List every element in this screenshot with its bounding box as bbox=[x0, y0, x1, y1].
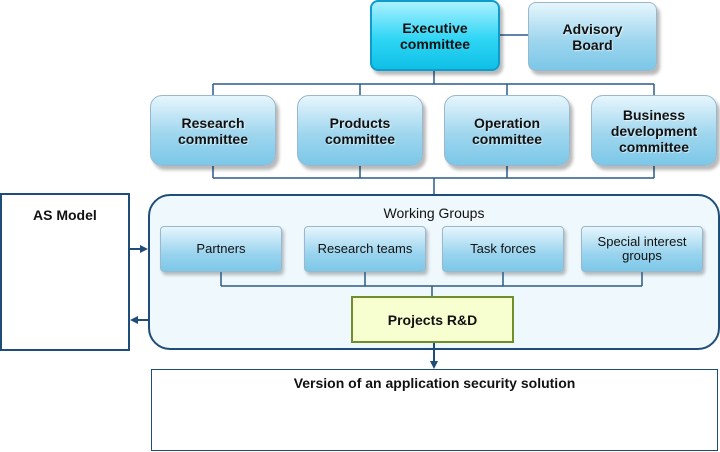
wg-partners-label: Partners bbox=[196, 241, 246, 256]
wg-research-teams: Research teams bbox=[304, 226, 426, 272]
working-groups-title: Working Groups bbox=[383, 205, 485, 221]
committee-operation: Operation committee bbox=[444, 95, 570, 166]
wg-research-teams-label: Research teams bbox=[317, 241, 413, 256]
as-model-label: AS Model bbox=[33, 207, 97, 223]
as-model-box bbox=[0, 193, 130, 351]
committee-business-development: Business development committee bbox=[591, 95, 717, 166]
advisory-board-label: Advisory Board bbox=[562, 20, 623, 53]
executive-committee-box: Executive committee bbox=[370, 0, 500, 71]
wg-task-forces: Task forces bbox=[442, 226, 564, 272]
projects-rd-label: Projects R&D bbox=[387, 311, 478, 328]
executive-committee-label: Executive committee bbox=[399, 19, 471, 52]
committee-research: Research committee bbox=[150, 95, 276, 166]
version-label: Version of an application security solut… bbox=[293, 375, 576, 391]
advisory-board-box: Advisory Board bbox=[528, 2, 657, 71]
committee-products: Products committee bbox=[297, 95, 423, 166]
projects-rd-box: Projects R&D bbox=[351, 296, 514, 343]
wg-task-forces-label: Task forces bbox=[470, 241, 536, 256]
wg-partners: Partners bbox=[160, 226, 282, 272]
committee-business-development-label: Business development committee bbox=[610, 106, 698, 155]
wg-special-interest-groups: Special interest groups bbox=[581, 226, 703, 272]
version-box bbox=[151, 369, 718, 451]
wg-special-interest-groups-label: Special interest groups bbox=[597, 234, 687, 263]
committee-operation-label: Operation committee bbox=[471, 114, 543, 147]
committee-research-label: Research committee bbox=[177, 114, 249, 147]
committee-products-label: Products committee bbox=[324, 114, 396, 147]
